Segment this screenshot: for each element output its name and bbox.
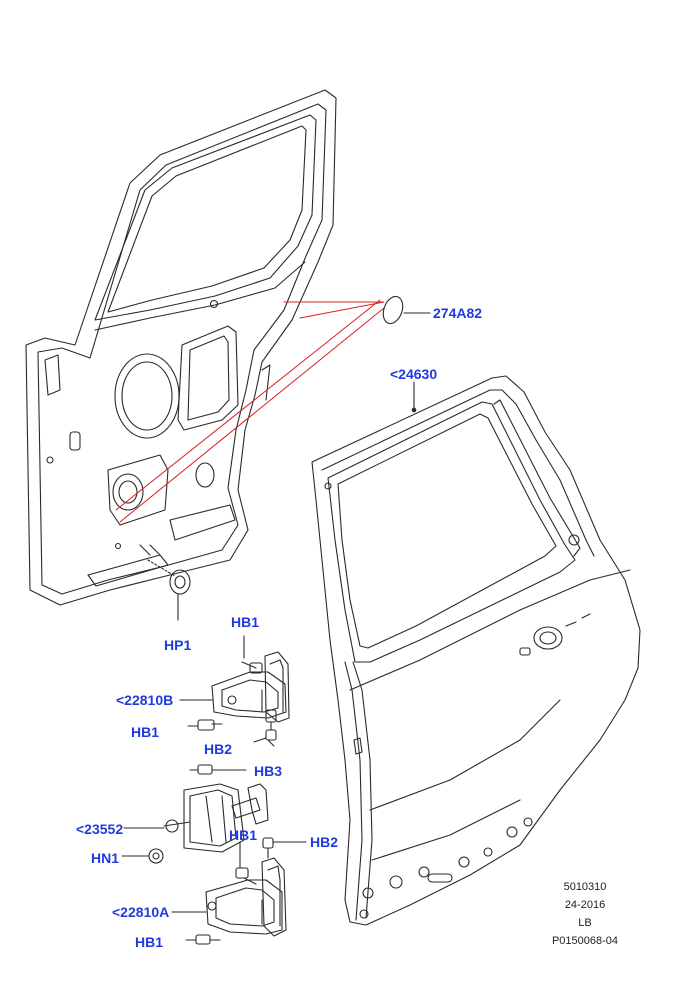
callout-HB2-top: HB2	[204, 741, 233, 757]
outer-door-shell	[311, 375, 641, 926]
callout-274A82: 274A82	[433, 305, 483, 321]
callout-24630: <24630	[390, 366, 438, 382]
grommet-HP1	[147, 559, 191, 621]
callout-23552: <23552	[76, 821, 124, 837]
reference-line-3: LB	[578, 917, 592, 929]
callout-HB1-top: HB1	[231, 614, 260, 630]
hinge-22810A	[171, 841, 287, 945]
callout-HP1: HP1	[164, 637, 192, 653]
reference-line-1: 5010310	[563, 881, 607, 893]
reference-line-2: 24-2016	[564, 899, 606, 911]
callout-HB1-bottom: HB1	[135, 934, 164, 950]
callout-HB1-lower: HB1	[229, 827, 258, 843]
reference-line-4: P0150068-04	[551, 935, 619, 947]
leader-lines	[115, 299, 385, 523]
callout-22810B: <22810B	[116, 692, 174, 708]
callout-HB1-mid: HB1	[131, 724, 160, 740]
callout-22810A: <22810A	[112, 904, 170, 920]
callout-HB2-right: HB2	[310, 834, 339, 850]
callout-HN1: HN1	[91, 850, 120, 866]
plug-274A82	[382, 295, 431, 325]
callout-HB3: HB3	[254, 763, 283, 779]
check-strap-23552	[121, 764, 307, 864]
hinge-22810B	[179, 635, 290, 747]
inner-door-panel	[25, 89, 337, 606]
